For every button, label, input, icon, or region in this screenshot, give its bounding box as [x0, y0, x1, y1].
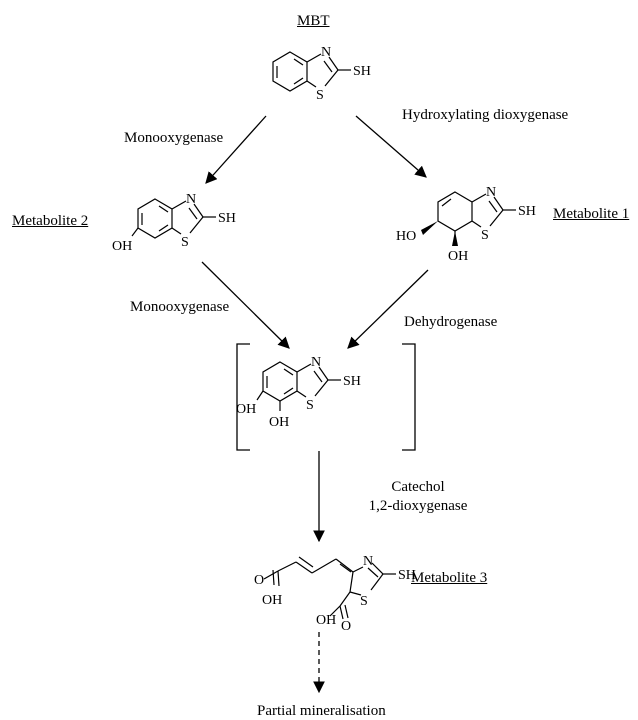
metabolite-2-n: N	[186, 192, 196, 207]
metabolite-1-oh: OH	[448, 249, 468, 264]
wedge-bond-left	[421, 221, 438, 235]
metabolite-1-n: N	[486, 185, 496, 200]
metabolite-1-sh: SH	[518, 204, 536, 219]
metabolite-1-s: S	[481, 228, 489, 243]
metabolite-3-oh-left: OH	[262, 593, 282, 608]
arrow-mbt-to-metabolite-1	[355, 115, 427, 178]
intermediate-sh: SH	[343, 374, 361, 389]
label-metabolite-2: Metabolite 2	[12, 213, 89, 229]
wedge-bond-down	[452, 231, 458, 246]
molecule-metabolite-3	[263, 556, 396, 620]
metabolite-3-n: N	[363, 554, 373, 569]
metabolite-1-ho: HO	[396, 229, 416, 244]
metabolite-2-sh: SH	[218, 211, 236, 226]
arrow-mbt-to-metabolite-2	[205, 115, 267, 184]
metabolite-2-s: S	[181, 235, 189, 250]
intermediate-oh-bottom: OH	[269, 415, 289, 430]
enzyme-catechol-line1: Catechol	[391, 479, 445, 495]
molecule-metabolite-2	[131, 198, 216, 239]
metabolite-3-sh: SH	[398, 568, 416, 583]
label-partial-mineralisation: Partial mineralisation	[257, 703, 386, 719]
intermediate-oh-left: OH	[236, 402, 256, 417]
enzyme-catechol-line2: 1,2-dioxygenase	[368, 498, 468, 514]
title-mbt: MBT	[297, 13, 330, 29]
enzyme-hydroxylating-dioxygenase: Hydroxylating dioxygenase	[402, 107, 569, 123]
bracket-left	[236, 343, 250, 451]
molecule-metabolite-1	[437, 191, 516, 243]
molecule-catechol-intermediate	[256, 361, 341, 411]
label-metabolite-1: Metabolite 1	[553, 206, 630, 222]
metabolite-3-oh-right: OH	[316, 613, 336, 628]
mbt-sh: SH	[353, 64, 371, 79]
enzyme-monooxygenase-top: Monooxygenase	[124, 130, 224, 146]
enzyme-dehydrogenase: Dehydrogenase	[404, 314, 498, 330]
mbt-s: S	[316, 88, 324, 103]
intermediate-n: N	[311, 355, 321, 370]
metabolite-3-o-right: O	[341, 619, 351, 634]
metabolite-2-oh: OH	[112, 239, 132, 254]
intermediate-s: S	[306, 398, 314, 413]
molecule-mbt	[272, 51, 351, 92]
mbt-n: N	[321, 45, 331, 60]
arrow-metabolite-2-to-intermediate	[201, 261, 290, 349]
enzyme-monooxygenase-mid: Monooxygenase	[130, 299, 230, 315]
label-metabolite-3: Metabolite 3	[411, 570, 488, 586]
arrow-metabolite-1-to-intermediate	[347, 269, 429, 349]
metabolite-3-o-left: O	[254, 573, 264, 588]
metabolite-3-s: S	[360, 594, 368, 609]
bracket-right	[402, 343, 416, 451]
